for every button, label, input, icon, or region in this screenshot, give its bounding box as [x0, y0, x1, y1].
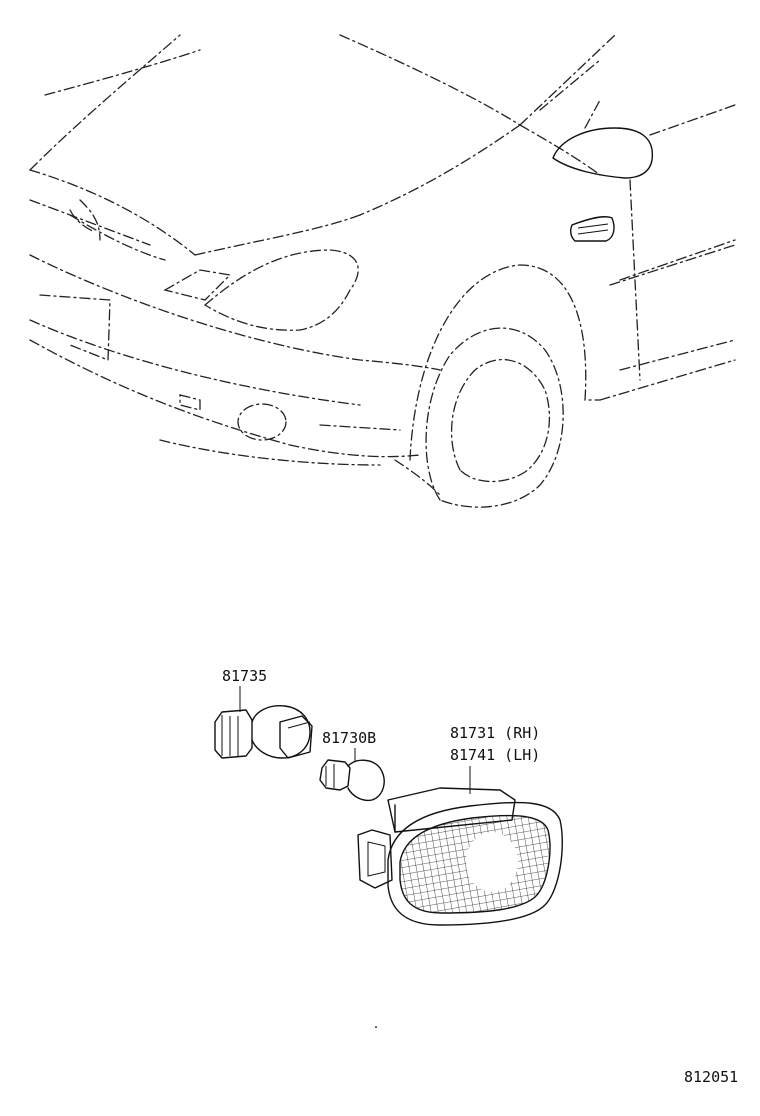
bulb-part-drawing [319, 759, 385, 802]
speck-mark [375, 1026, 377, 1028]
callout-socket: 81735 [222, 667, 267, 685]
socket-part-drawing [214, 705, 313, 759]
callout-bulb: 81730B [322, 729, 376, 747]
callout-lamp-lh: 81741 (LH) [450, 746, 540, 764]
side-lamp-part-drawing [357, 787, 563, 926]
callout-lamp-rh: 81731 (RH) [450, 724, 540, 742]
diagram-code: 812051 [684, 1068, 738, 1086]
car-front-illustration [29, 34, 736, 508]
